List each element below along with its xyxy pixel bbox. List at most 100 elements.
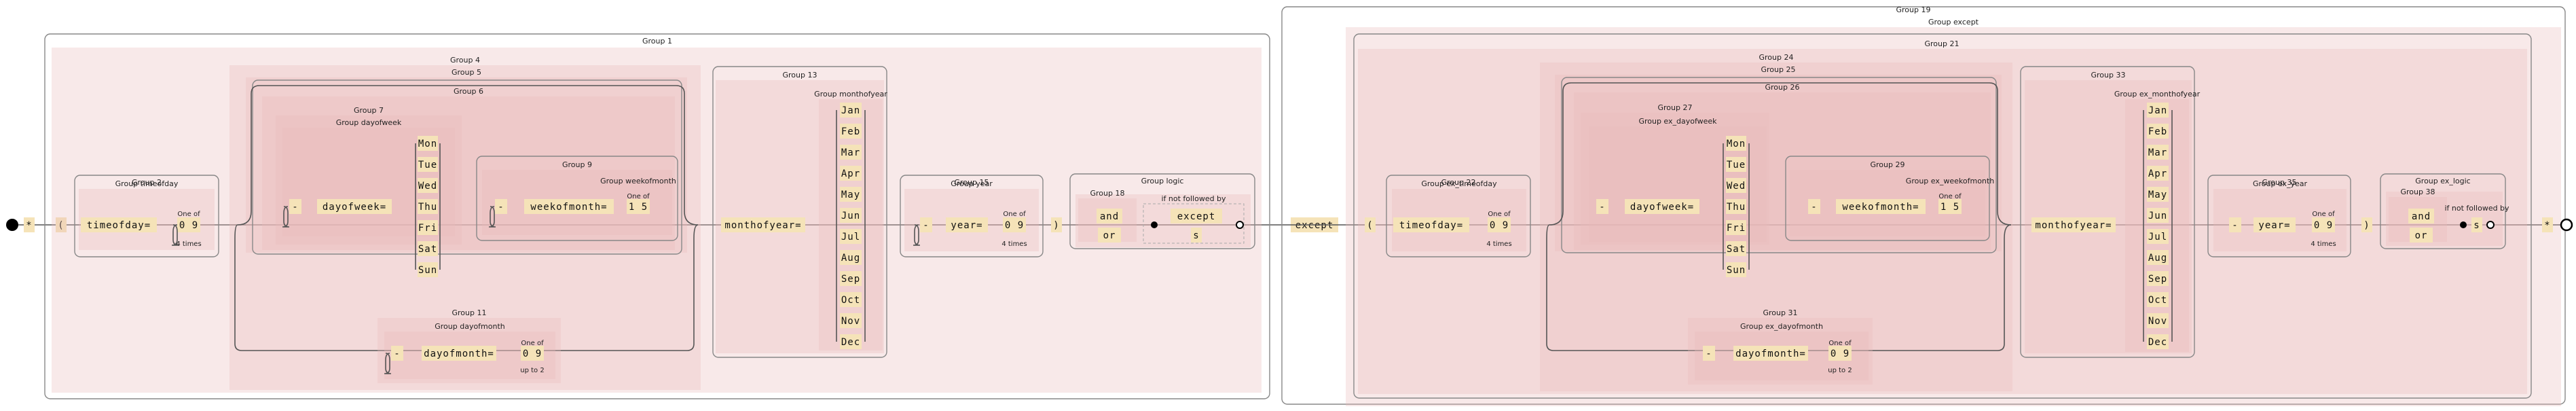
weekofmonth-label: Group weekofmonth (600, 177, 676, 185)
ex-year-literal: year= (2258, 220, 2290, 231)
ex-year-dash: - (2232, 220, 2238, 231)
group6-label: Group 6 (454, 87, 483, 96)
ex-month-jun-box (2147, 208, 2169, 223)
group18-label: Group 18 (1090, 189, 1125, 198)
group5-frame (252, 79, 682, 255)
ex-month-jul-box (2147, 229, 2169, 244)
ex-dayofweek-literal-box (1625, 199, 1699, 214)
ex-weekofmonth-dash: - (1811, 202, 1817, 213)
dayofmonth-dash-loop (384, 353, 392, 374)
ex-timeofday-range: 0 9 (1490, 220, 1509, 231)
ex-year-range-box (2312, 217, 2335, 232)
group33-label: Group 33 (2091, 71, 2126, 79)
rparen-literal: ) (1053, 220, 1059, 231)
month-nov: Nov (841, 316, 860, 327)
nfb-left-node (1151, 221, 1158, 228)
timeofday-range: 0 9 (179, 220, 198, 231)
ex-dayofweek-dash-box (1596, 199, 1608, 214)
ex-timeofday-literal: timeofday= (1399, 220, 1463, 231)
except-literal-inner-box (1171, 209, 1222, 224)
ex-or-literal: or (2415, 230, 2428, 241)
ex-rparen-literal-box (2361, 217, 2372, 232)
weekofmonth-oneof: One of (627, 193, 650, 200)
monthofyear-literal-box (721, 217, 805, 232)
weekofmonth-dash-box (495, 199, 507, 214)
month-nov-box (840, 313, 862, 328)
ex-day-sun-box (1726, 262, 1746, 277)
ex-month-may-box (2147, 187, 2169, 202)
ex-year-times: 4 times (2311, 240, 2336, 248)
dayofmonth-dash-box (391, 346, 403, 361)
ex-day-thu: Thu (1727, 202, 1746, 213)
ex-monthofyear-literal-box (2031, 217, 2116, 232)
ex-dayofweek-label: Group ex_dayofweek (1638, 117, 1717, 126)
ex-weekofmonth-dash-box (1808, 199, 1820, 214)
timeofday-times: 4 times (176, 240, 201, 248)
ex-logic-area (2386, 192, 2503, 246)
grouplogic-label: Group logic (1141, 177, 1184, 185)
timeofday-label: Group timeofday (115, 179, 179, 188)
ex-timeofday-range-box (1488, 217, 1511, 232)
ex-month-aug-box (2147, 250, 2169, 265)
end-star-literal: * (2544, 220, 2550, 231)
month-dec-box (840, 334, 862, 349)
s-literal-box (1191, 228, 1202, 243)
ex-month-dec: Dec (2148, 337, 2167, 348)
ex-weekofmonth-literal: weekofmonth= (1842, 202, 1919, 213)
month-apr-box (840, 166, 862, 181)
ex-month-feb: Feb (2148, 126, 2167, 137)
ex-dayofmonth-upto: up to 2 (1828, 367, 1852, 374)
ex-day-fri-box (1726, 220, 1746, 235)
ex-month-aug: Aug (2148, 253, 2167, 264)
ex-dayofmonth-literal: dayofmonth= (1735, 349, 1806, 359)
group19-frame (1281, 6, 2566, 405)
ex-day-sat-box (1726, 241, 1746, 256)
group26-label: Group 26 (1765, 83, 1800, 92)
dayofmonth-dash: - (394, 349, 400, 359)
day-tue: Tue (418, 160, 437, 171)
group25-area (1555, 75, 2002, 251)
monthofyear-literal: monthofyear= (724, 220, 801, 231)
group22-label: Group 22 (1441, 178, 1476, 187)
ex-month-apr: Apr (2148, 168, 2167, 179)
group25-label: Group 25 (1761, 65, 1796, 74)
group25-wrap (1549, 82, 2012, 226)
ex-day-mon-box (1726, 136, 1746, 151)
group6-area (262, 96, 675, 250)
group35-label: Group 35 (2262, 178, 2297, 187)
ex-day-tue: Tue (1727, 160, 1746, 171)
rparen-literal-box (1051, 217, 1062, 232)
group26-area (1574, 92, 1991, 250)
year-oneof: One of (1003, 211, 1026, 218)
year-dash-box (920, 217, 932, 232)
group38-label: Group 38 (2401, 187, 2435, 196)
monthofyear-area (819, 99, 883, 351)
ex-dayofweek-literal: dayofweek= (1630, 202, 1694, 213)
weekofmonth-literal-box (524, 199, 614, 214)
dayofweek-label: Group dayofweek (336, 118, 402, 127)
day-thu-box (418, 199, 438, 214)
ex-month-mar-box (2147, 145, 2169, 160)
except-literal-inner: except (1177, 211, 1216, 222)
group24-area (1540, 62, 2012, 391)
ex-lparen-literal: ( (1367, 220, 1373, 231)
ex-timeofday-literal-box (1393, 217, 1469, 232)
ex-day-fri: Fri (1727, 223, 1746, 234)
dayofweek-literal: dayofweek= (323, 202, 386, 213)
group29-label: Group 29 (1871, 160, 1905, 169)
ex-month-jun: Jun (2148, 211, 2167, 221)
dayofmonth-literal-box (422, 346, 496, 361)
nfb2-left-node (2460, 221, 2467, 228)
ex-month-apr-box (2147, 166, 2169, 181)
day-wed-box (418, 178, 438, 193)
group1-label: Group 1 (642, 37, 672, 46)
nfb-label: if not followed by (1161, 194, 1226, 203)
ex-s-literal: s (2473, 220, 2480, 231)
group29-frame (1785, 156, 1990, 241)
group27-label: Group 27 (1658, 103, 1693, 112)
nfb2-label: if not followed by (2444, 204, 2509, 213)
ex-year-range: 0 9 (2314, 220, 2333, 231)
dayofweek-dash: - (292, 202, 298, 213)
group5-wrap (237, 85, 699, 226)
ex-day-sat: Sat (1727, 244, 1746, 255)
